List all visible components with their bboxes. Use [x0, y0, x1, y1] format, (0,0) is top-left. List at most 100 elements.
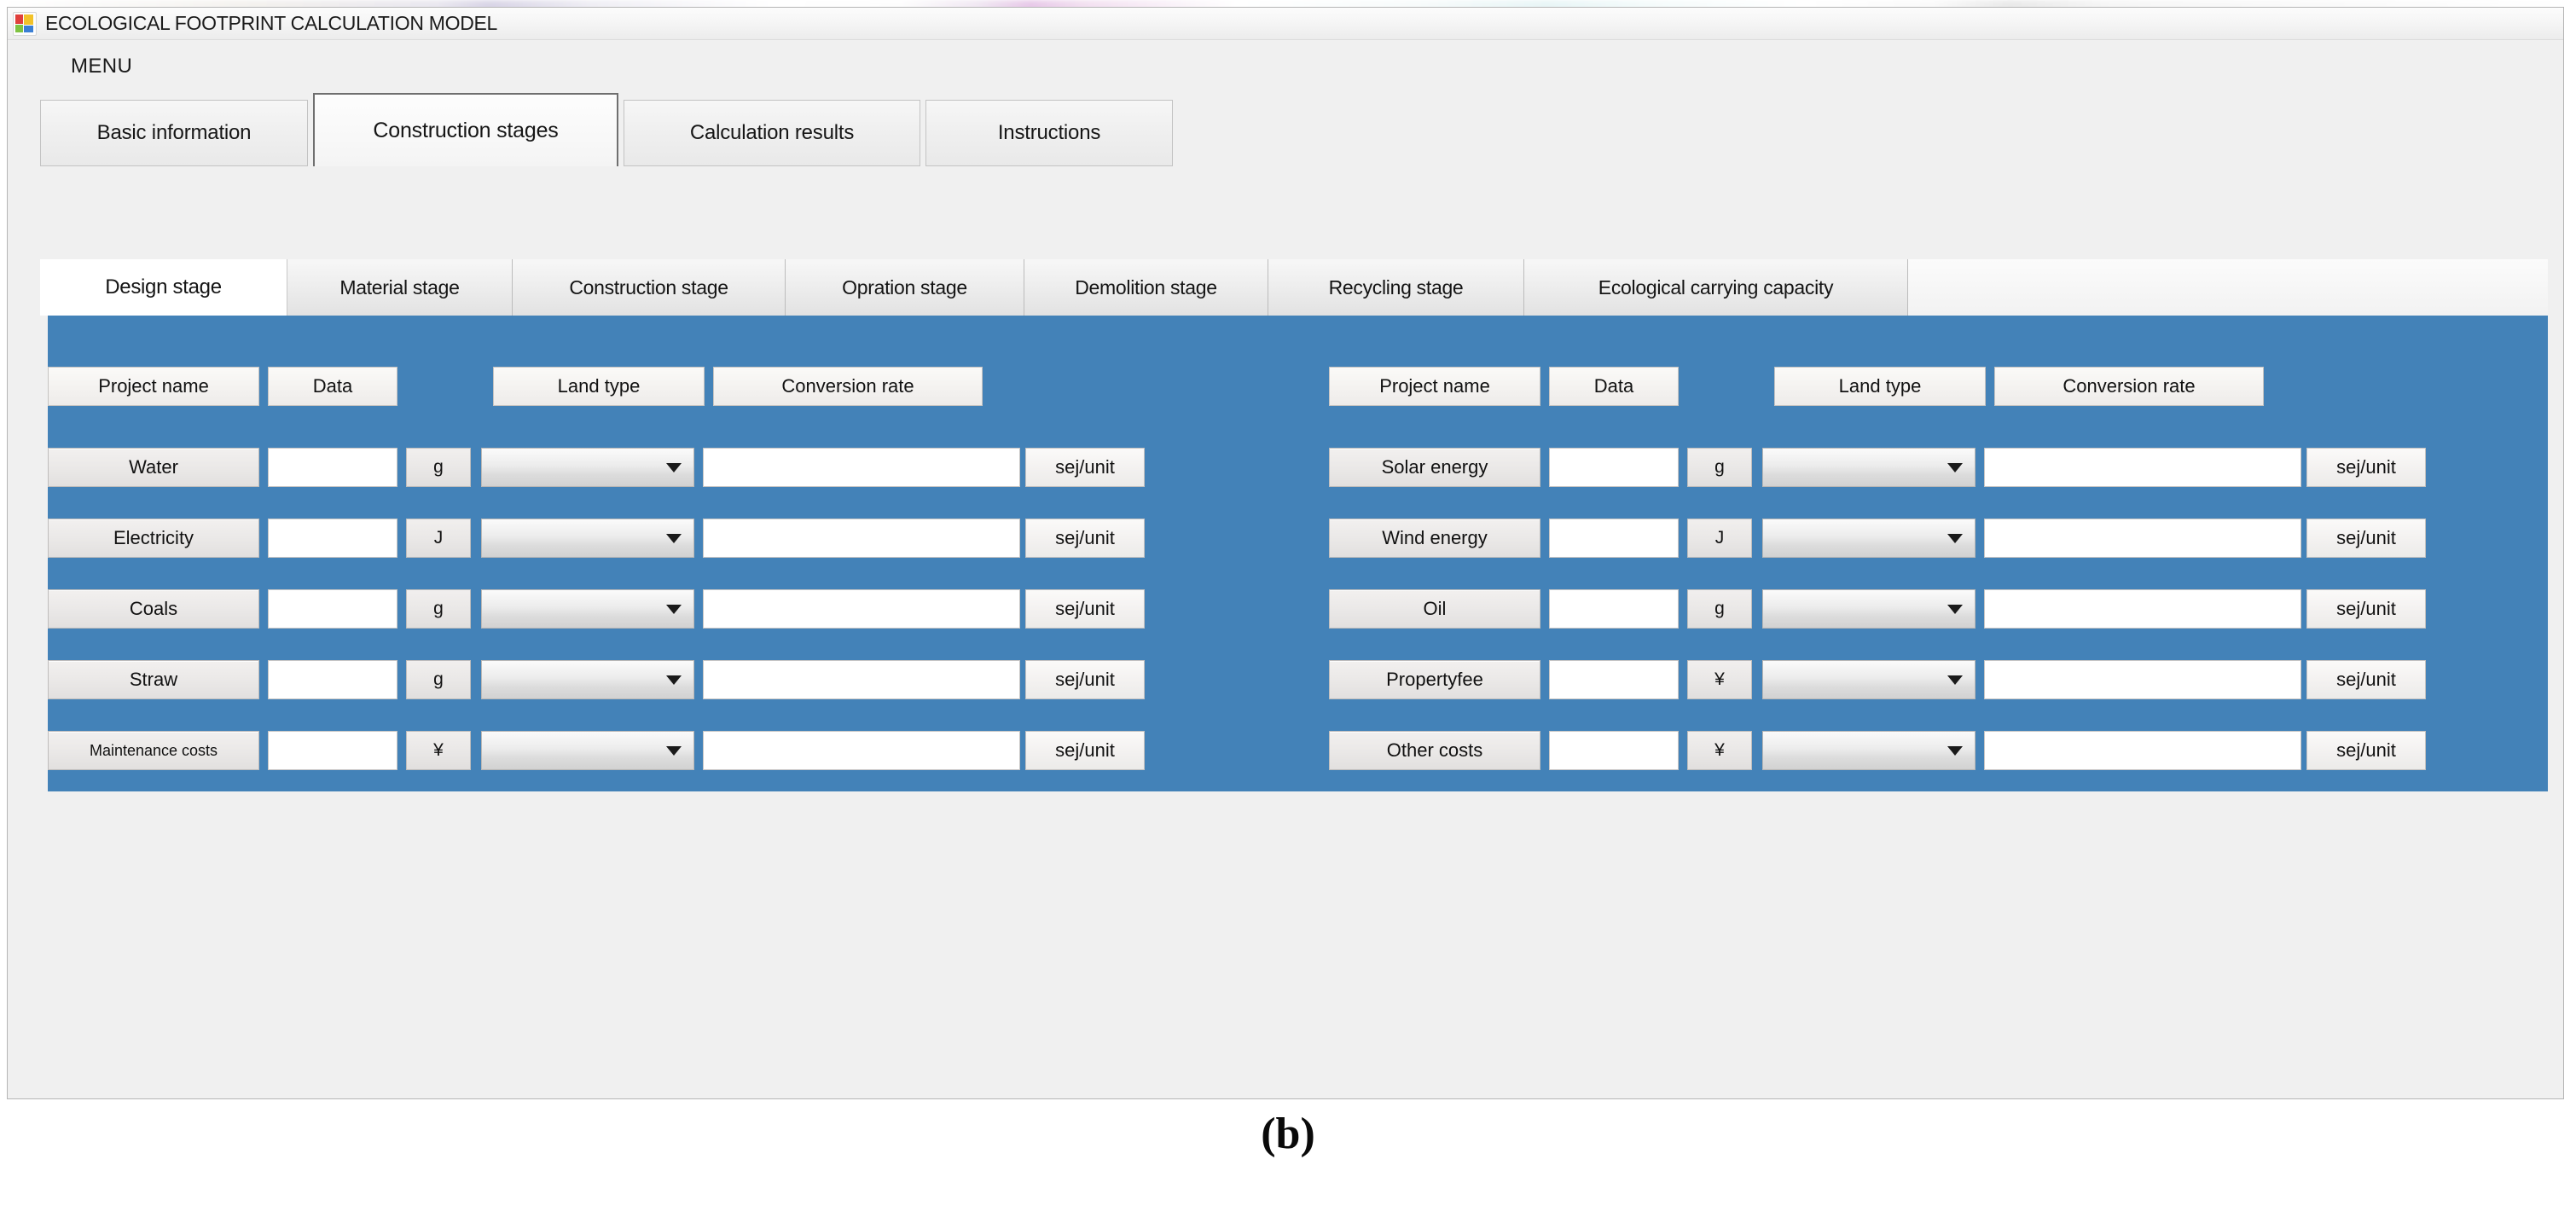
land-type-select-wind-energy[interactable] — [1762, 519, 1976, 558]
land-type-select-other-costs[interactable] — [1762, 731, 1976, 770]
column-header-label: Land type — [1838, 375, 1922, 397]
conversion-rate-input-straw[interactable] — [703, 660, 1020, 699]
sub-tab-label: Recycling stage — [1328, 275, 1464, 298]
main-tab-label: Instructions — [997, 121, 1101, 144]
unit-button-wind-energy[interactable]: J — [1687, 519, 1752, 558]
row-label-propertyfee[interactable]: Propertyfee — [1329, 660, 1540, 699]
main-tab-calculation-results[interactable]: Calculation results — [624, 100, 920, 166]
row-label-text: Other costs — [1386, 739, 1483, 761]
data-input-coals[interactable] — [268, 589, 397, 629]
sub-tab-demolition-stage[interactable]: Demolition stage — [1024, 259, 1268, 316]
data-input-straw[interactable] — [268, 660, 397, 699]
figure-caption: (b) — [1261, 1110, 1315, 1158]
unit-button-solar-energy[interactable]: g — [1687, 448, 1752, 487]
conversion-rate-input-other-costs[interactable] — [1984, 731, 2301, 770]
chevron-down-icon — [1947, 604, 1963, 614]
sub-tab-strip: Design stage Material stage Construction s… — [40, 259, 2548, 316]
sub-tab-material-stage[interactable]: Material stage — [287, 259, 513, 316]
data-input-wind-energy[interactable] — [1549, 519, 1679, 558]
conversion-rate-input-maintenance-costs[interactable] — [703, 731, 1020, 770]
land-type-select-oil[interactable] — [1762, 589, 1976, 629]
conversion-rate-input-coals[interactable] — [703, 589, 1020, 629]
unit-label: g — [433, 599, 444, 618]
sub-tab-label: Ecological carrying capacity — [1598, 275, 1834, 298]
unit-button-electricity[interactable]: J — [406, 519, 471, 558]
column-header-land-type: Land type — [1774, 367, 1986, 406]
row-label-text: Wind energy — [1382, 527, 1488, 548]
unit-label: J — [1714, 528, 1725, 548]
row-label-wind-energy[interactable]: Wind energy — [1329, 519, 1540, 558]
column-header-data: Data — [1549, 367, 1679, 406]
data-input-water[interactable] — [268, 448, 397, 487]
row-label-straw[interactable]: Straw — [48, 660, 259, 699]
row-label-water[interactable]: Water — [48, 448, 259, 487]
column-header-label: Data — [1593, 375, 1634, 397]
row-label-solar-energy[interactable]: Solar energy — [1329, 448, 1540, 487]
main-tab-instructions[interactable]: Instructions — [925, 100, 1173, 166]
sub-tab-label: Opration stage — [842, 275, 967, 298]
conversion-rate-input-propertyfee[interactable] — [1984, 660, 2301, 699]
rate-unit-text: sej/unit — [1055, 598, 1115, 619]
conversion-rate-input-water[interactable] — [703, 448, 1020, 487]
column-header-label: Land type — [557, 375, 641, 397]
sub-tab-label: Material stage — [339, 275, 460, 298]
rate-unit-text: sej/unit — [2336, 669, 2396, 690]
unit-button-coals[interactable]: g — [406, 589, 471, 629]
data-input-oil[interactable] — [1549, 589, 1679, 629]
row-label-other-costs[interactable]: Other costs — [1329, 731, 1540, 770]
sub-tab-construction-stage[interactable]: Construction stage — [513, 259, 786, 316]
main-tab-construction-stages[interactable]: Construction stages — [313, 93, 618, 166]
land-type-select-coals[interactable] — [481, 589, 694, 629]
chevron-down-icon — [1947, 533, 1963, 543]
column-header-label: Conversion rate — [781, 375, 914, 397]
unit-label: ¥ — [433, 740, 444, 760]
conversion-rate-input-oil[interactable] — [1984, 589, 2301, 629]
conversion-rate-input-solar-energy[interactable] — [1984, 448, 2301, 487]
rate-unit-text: sej/unit — [2336, 527, 2396, 548]
conversion-rate-input-electricity[interactable] — [703, 519, 1020, 558]
data-input-maintenance-costs[interactable] — [268, 731, 397, 770]
unit-button-maintenance-costs[interactable]: ¥ — [406, 731, 471, 770]
land-type-select-propertyfee[interactable] — [1762, 660, 1976, 699]
land-type-select-electricity[interactable] — [481, 519, 694, 558]
rate-unit-label-water: sej/unit — [1025, 448, 1145, 487]
column-header-conversion-rate: Conversion rate — [713, 367, 983, 406]
conversion-rate-input-wind-energy[interactable] — [1984, 519, 2301, 558]
unit-button-oil[interactable]: g — [1687, 589, 1752, 629]
data-input-solar-energy[interactable] — [1549, 448, 1679, 487]
column-header-label: Conversion rate — [2063, 375, 2196, 397]
unit-label: J — [433, 528, 444, 548]
sub-tab-ecological-carrying-capacity[interactable]: Ecological carrying capacity — [1524, 259, 1908, 316]
column-header-data: Data — [268, 367, 397, 406]
land-type-select-maintenance-costs[interactable] — [481, 731, 694, 770]
sub-tab-design-stage[interactable]: Design stage — [40, 259, 287, 316]
row-label-electricity[interactable]: Electricity — [48, 519, 259, 558]
data-input-electricity[interactable] — [268, 519, 397, 558]
rate-unit-text: sej/unit — [1055, 456, 1115, 478]
land-type-select-solar-energy[interactable] — [1762, 448, 1976, 487]
column-header-project-name: Project name — [1329, 367, 1540, 406]
row-label-coals[interactable]: Coals — [48, 589, 259, 629]
data-input-propertyfee[interactable] — [1549, 660, 1679, 699]
rate-unit-text: sej/unit — [1055, 669, 1115, 690]
sub-tab-recycling-stage[interactable]: Recycling stage — [1268, 259, 1524, 316]
main-tab-basic-information[interactable]: Basic information — [40, 100, 308, 166]
unit-button-water[interactable]: g — [406, 448, 471, 487]
rate-unit-label-solar-energy: sej/unit — [2306, 448, 2426, 487]
rate-unit-text: sej/unit — [1055, 739, 1115, 761]
row-label-oil[interactable]: Oil — [1329, 589, 1540, 629]
sub-tab-label: Demolition stage — [1075, 275, 1217, 298]
unit-button-propertyfee[interactable]: ¥ — [1687, 660, 1752, 699]
sub-tab-opration-stage[interactable]: Opration stage — [786, 259, 1024, 316]
land-type-select-straw[interactable] — [481, 660, 694, 699]
unit-button-straw[interactable]: g — [406, 660, 471, 699]
row-label-maintenance-costs[interactable]: Maintenance costs — [48, 731, 259, 770]
menu-item-menu[interactable]: MENU — [71, 55, 133, 78]
data-input-other-costs[interactable] — [1549, 731, 1679, 770]
land-type-select-water[interactable] — [481, 448, 694, 487]
design-stage-panel: Project name Data Land type Conversion rate… — [48, 316, 2548, 791]
application-icon — [13, 11, 37, 36]
unit-button-other-costs[interactable]: ¥ — [1687, 731, 1752, 770]
sub-tab-label: Construction stage — [569, 275, 728, 298]
